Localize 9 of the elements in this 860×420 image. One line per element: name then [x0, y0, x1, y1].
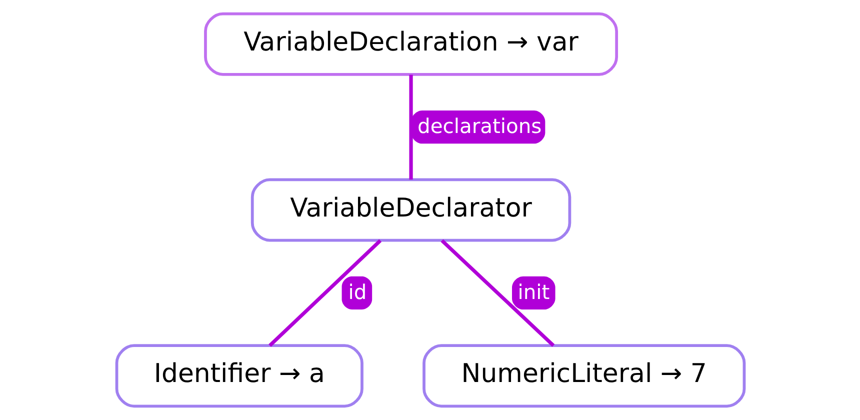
edge-label: declarations — [417, 114, 542, 138]
edge-label: init — [517, 280, 550, 304]
connector — [408, 74, 412, 180]
node-box: Identifier → a — [114, 344, 363, 408]
node-box: VariableDeclaration → var — [204, 12, 618, 76]
node-box: VariableDeclarator — [250, 178, 571, 242]
node-box: NumericLiteral → 7 — [422, 344, 746, 408]
edge-label: id — [348, 280, 366, 304]
connector — [268, 239, 382, 347]
